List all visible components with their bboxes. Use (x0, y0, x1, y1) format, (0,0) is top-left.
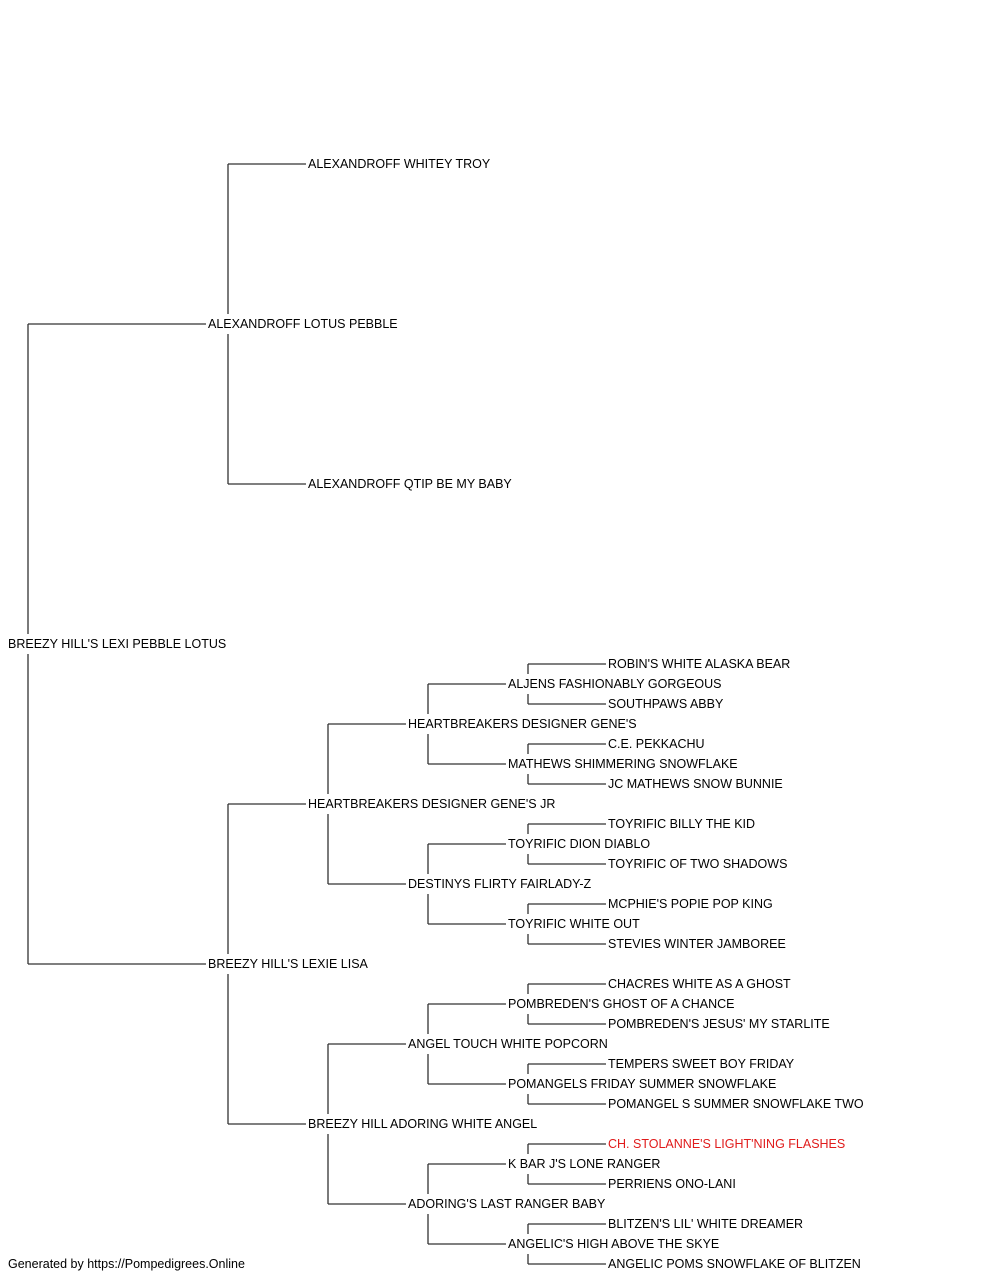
ancestor-name: ADORING'S LAST RANGER BABY (408, 1197, 606, 1211)
ancestor-name: ALEXANDROFF QTIP BE MY BABY (308, 477, 512, 491)
ancestor-name: TOYRIFIC BILLY THE KID (608, 817, 755, 831)
ancestor-name: ANGEL TOUCH WHITE POPCORN (408, 1037, 608, 1051)
ancestor-name: POMBREDEN'S GHOST OF A CHANCE (508, 997, 735, 1011)
ancestor-name: K BAR J'S LONE RANGER (508, 1157, 660, 1171)
ancestor-name: CHACRES WHITE AS A GHOST (608, 977, 791, 991)
ancestor-name: HEARTBREAKERS DESIGNER GENE'S JR (308, 797, 555, 811)
ancestor-name: ALEXANDROFF WHITEY TROY (308, 157, 491, 171)
ancestor-name: TOYRIFIC WHITE OUT (508, 917, 640, 931)
pedigree-connectors (27, 163, 606, 1265)
ancestor-name: ANGELIC'S HIGH ABOVE THE SKYE (508, 1237, 719, 1251)
ancestor-name: ROBIN'S WHITE ALASKA BEAR (608, 657, 790, 671)
pedigree-labels: BREEZY HILL'S LEXI PEBBLE LOTUS ALEXANDRO… (8, 157, 864, 1271)
ancestor-name: POMANGELS FRIDAY SUMMER SNOWFLAKE (508, 1077, 776, 1091)
subject-dog-name: BREEZY HILL'S LEXI PEBBLE LOTUS (8, 637, 226, 651)
ancestor-name: BREEZY HILL'S LEXIE LISA (208, 957, 369, 971)
ancestor-name: MCPHIE'S POPIE POP KING (608, 897, 773, 911)
ancestor-name: POMBREDEN'S JESUS' MY STARLITE (608, 1017, 830, 1031)
ancestor-name: TEMPERS SWEET BOY FRIDAY (608, 1057, 795, 1071)
ancestor-name: ALEXANDROFF LOTUS PEBBLE (208, 317, 398, 331)
ancestor-name: HEARTBREAKERS DESIGNER GENE'S (408, 717, 637, 731)
ancestor-name: CH. STOLANNE'S LIGHT'NING FLASHES (608, 1137, 845, 1151)
ancestor-name: STEVIES WINTER JAMBOREE (608, 937, 786, 951)
ancestor-name: POMANGEL S SUMMER SNOWFLAKE TWO (608, 1097, 864, 1111)
ancestor-name: BLITZEN'S LIL' WHITE DREAMER (608, 1217, 803, 1231)
ancestor-name: TOYRIFIC DION DIABLO (508, 837, 650, 851)
ancestor-name: JC MATHEWS SNOW BUNNIE (608, 777, 783, 791)
ancestor-name: MATHEWS SHIMMERING SNOWFLAKE (508, 757, 738, 771)
ancestor-name: DESTINYS FLIRTY FAIRLADY-Z (408, 877, 592, 891)
ancestor-name: BREEZY HILL ADORING WHITE ANGEL (308, 1117, 537, 1131)
ancestor-name: PERRIENS ONO-LANI (608, 1177, 736, 1191)
ancestor-name: ANGELIC POMS SNOWFLAKE OF BLITZEN (608, 1257, 861, 1271)
ancestor-name: SOUTHPAWS ABBY (608, 697, 724, 711)
ancestor-name: TOYRIFIC OF TWO SHADOWS (608, 857, 787, 871)
footer-credit: Generated by https://Pompedigrees.Online (8, 1257, 245, 1271)
ancestor-name: ALJENS FASHIONABLY GORGEOUS (508, 677, 722, 691)
ancestor-name: C.E. PEKKACHU (608, 737, 705, 751)
